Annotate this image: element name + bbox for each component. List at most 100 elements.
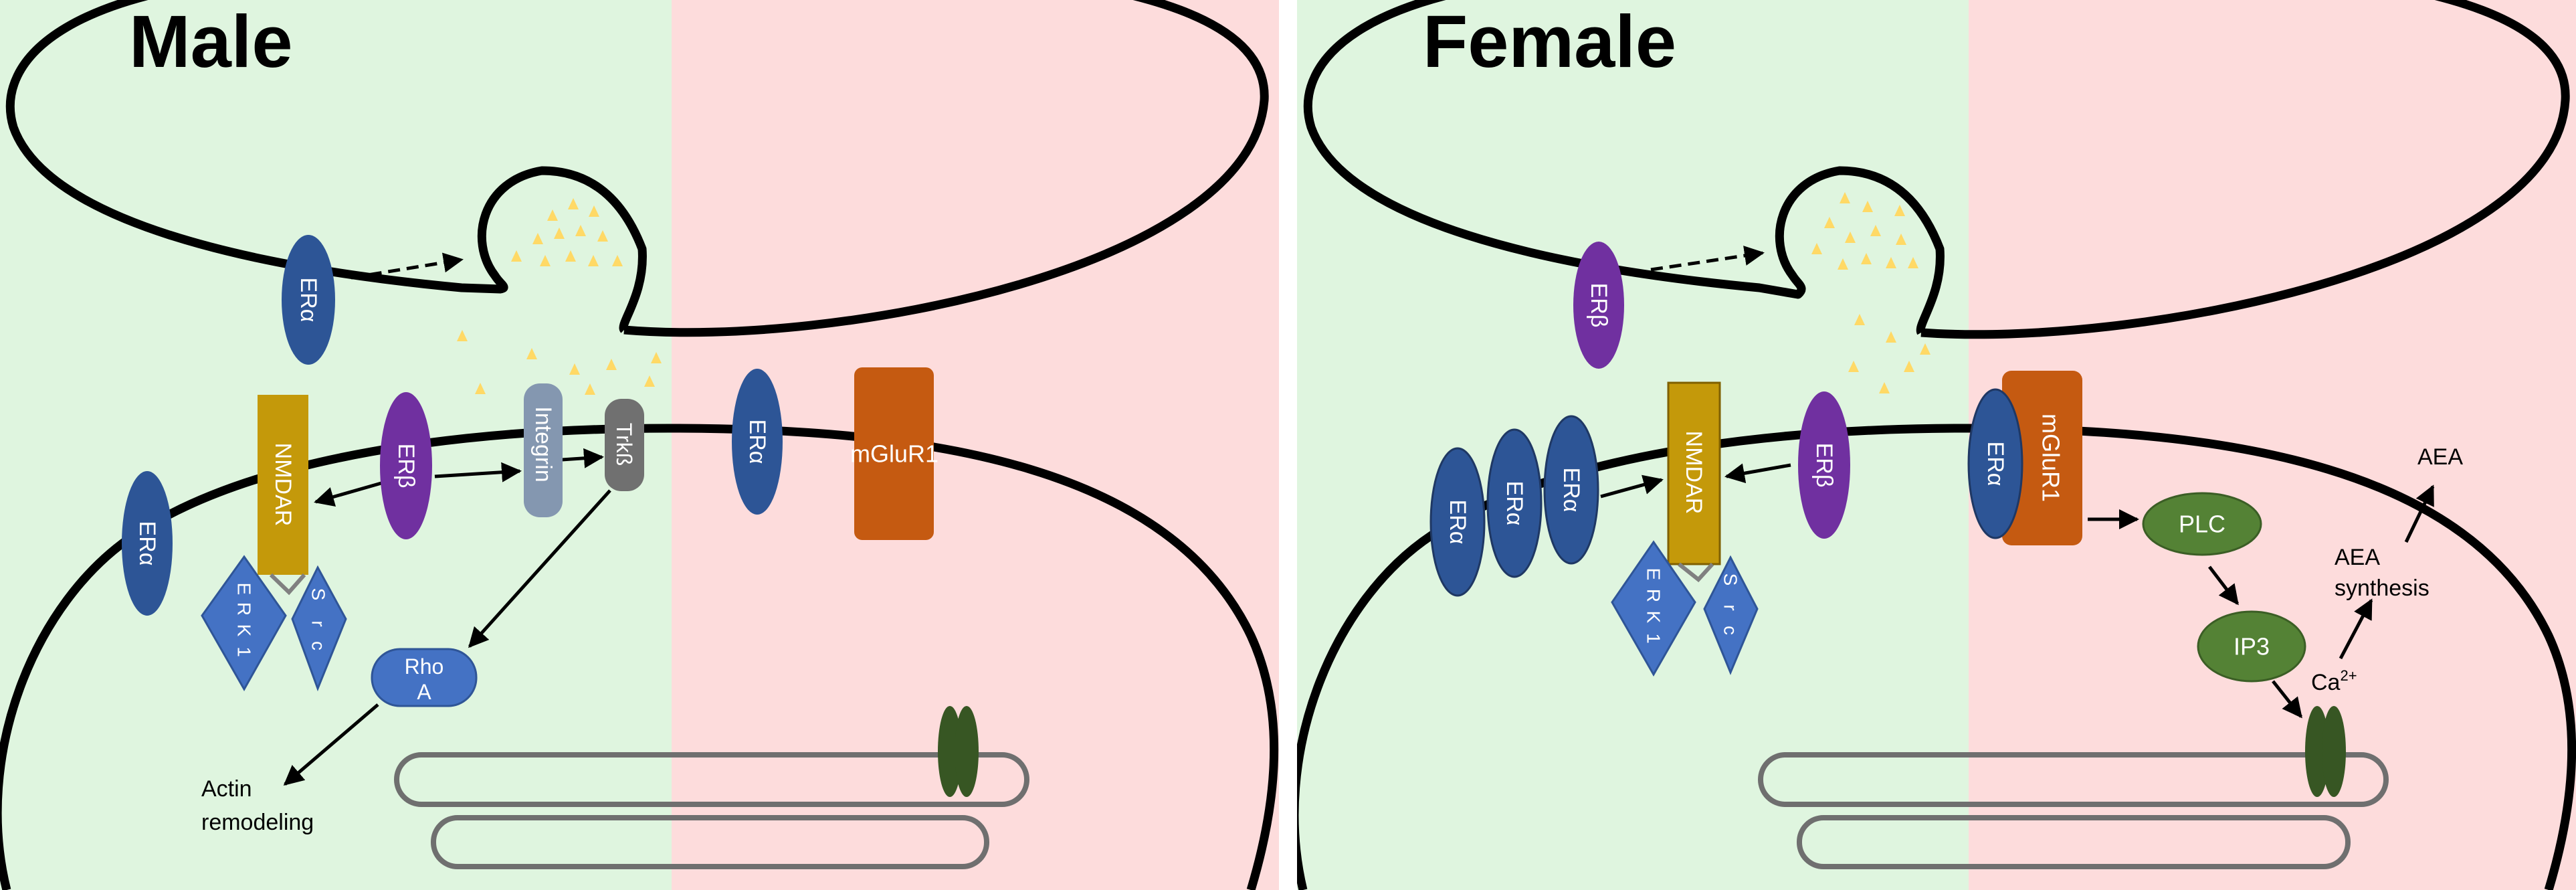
female-plc-label: PLC xyxy=(2179,511,2225,538)
male-er-tube-lower xyxy=(431,815,989,869)
female-panel: ERβ ERα ERα ERα NMDAR E R K 1 S r c ERβ xyxy=(1297,0,2576,890)
female-src xyxy=(1703,555,1759,675)
male-integrin-label: Integrin xyxy=(530,406,556,482)
male-rhoa-line2: A xyxy=(417,680,431,704)
female-arrow-synthesis-aea xyxy=(2404,484,2435,543)
female-arrow-plc-ip3 xyxy=(2208,565,2239,606)
female-arrow-ip3-channel xyxy=(2272,680,2302,719)
male-er-tube-upper xyxy=(394,752,1029,807)
male-src-letters: S r c xyxy=(308,588,329,650)
female-nmdar-label: NMDAR xyxy=(1681,431,1706,515)
female-erk1-letter: 1 xyxy=(1644,633,1664,644)
male-neurotransmitter-dots xyxy=(457,198,662,395)
female-nmdar xyxy=(1667,381,1721,565)
female-er-tube-lower xyxy=(1797,815,2351,869)
male-era-post-right xyxy=(732,369,783,515)
female-erk1-letter: K xyxy=(1644,611,1664,624)
male-src-letter: c xyxy=(308,641,329,650)
female-erk1 xyxy=(1611,540,1696,677)
male-postsynaptic-membrane xyxy=(0,424,1279,890)
male-erk1-letter: E xyxy=(234,583,255,596)
male-actin-line2: remodeling xyxy=(201,810,314,835)
female-era-post-label: ERα xyxy=(1983,442,2008,486)
male-era-post-right-label: ERα xyxy=(745,420,770,464)
male-era-post-left-label: ERα xyxy=(134,521,160,566)
female-aea-synthesis-line2: synthesis xyxy=(2335,575,2430,601)
male-nmdar-label: NMDAR xyxy=(270,443,296,527)
male-erk1-letters: E R K 1 xyxy=(234,583,255,657)
male-erk1 xyxy=(201,555,287,692)
female-ip3-label: IP3 xyxy=(2234,633,2270,660)
male-rhoa xyxy=(371,648,478,707)
female-erb-post xyxy=(1798,391,1850,539)
female-dashed-arrow xyxy=(1650,246,1765,272)
female-erk1-letters: E R K 1 xyxy=(1644,568,1664,644)
male-panel: ERα NMDAR E R K 1 S r c ERα ERβ Integrin xyxy=(0,0,1279,890)
male-nmdar-linker xyxy=(269,573,306,596)
female-mglur1-label: mGluR1 xyxy=(2038,414,2065,502)
female-bg-green xyxy=(1297,0,1969,890)
female-mglur1 xyxy=(2002,371,2082,545)
female-ca-base: Ca xyxy=(2311,670,2341,695)
female-era-cluster-3 xyxy=(1543,415,1599,565)
female-era-cluster-2 xyxy=(1486,428,1543,578)
female-plc xyxy=(2142,492,2262,556)
female-aea-label: AEA xyxy=(2417,444,2463,470)
male-src xyxy=(291,565,347,692)
female-er-tube-upper xyxy=(1758,752,2389,807)
female-aea-synthesis-line1: AEA xyxy=(2335,545,2380,570)
male-integrin xyxy=(524,383,563,517)
female-ca-sup: 2+ xyxy=(2340,667,2357,684)
male-arrow-erb-integrin xyxy=(434,462,522,482)
male-era-pre-label: ERα xyxy=(296,278,321,323)
male-actin-line1: Actin xyxy=(201,776,252,802)
male-nmdar xyxy=(258,395,308,575)
female-erk1-letter: R xyxy=(1644,589,1664,602)
female-src-letters: S r c xyxy=(1720,573,1741,635)
female-era-cluster-1-label: ERα xyxy=(1445,500,1470,545)
male-erk1-letter: K xyxy=(234,624,255,637)
male-erb xyxy=(380,392,432,539)
male-rhoa-line1: Rho xyxy=(405,654,444,679)
female-postsynaptic-membrane xyxy=(1297,424,2576,890)
male-channel-left xyxy=(938,706,962,797)
female-era-post xyxy=(1967,388,2023,539)
female-src-letter: r xyxy=(1720,604,1741,610)
female-neurotransmitter-dots xyxy=(1811,192,1930,393)
female-nmdar-linker xyxy=(1678,562,1714,583)
female-src-letter: c xyxy=(1720,626,1741,635)
female-arrow-era-nmdar xyxy=(1600,474,1664,499)
male-mglur1-label: mGluR1 xyxy=(850,440,938,468)
male-era-post-left xyxy=(122,471,173,616)
female-erb-post-label: ERβ xyxy=(1811,443,1837,488)
male-arrow-rhoa-actin xyxy=(283,703,379,786)
male-erb-label: ERβ xyxy=(393,444,419,488)
female-erk1-letter: E xyxy=(1644,568,1664,581)
female-channel-left xyxy=(2305,706,2329,797)
male-src-letter: r xyxy=(308,620,329,626)
female-erb-pre xyxy=(1573,242,1624,369)
male-title: Male xyxy=(129,1,293,83)
panel-divider xyxy=(1279,0,1297,890)
female-src-letter: S xyxy=(1720,573,1741,586)
male-arrow-trkb-rhoa xyxy=(468,489,611,648)
female-presynaptic-membrane xyxy=(1303,0,2570,339)
male-trkb xyxy=(605,399,644,491)
male-presynaptic-membrane xyxy=(5,0,1269,337)
female-arrow-ca-synthesis xyxy=(2339,598,2373,660)
female-erb-pre-label: ERβ xyxy=(1586,283,1611,328)
male-erk1-letter: R xyxy=(234,602,255,616)
male-trkb-label: Trkß xyxy=(612,423,636,466)
female-ca-label: Ca2+ xyxy=(2311,667,2357,695)
female-era-cluster-1 xyxy=(1429,447,1486,597)
female-era-cluster-2-label: ERα xyxy=(1502,481,1527,526)
male-erk1-letter: 1 xyxy=(234,646,255,657)
female-arrow-erb-nmdar xyxy=(1724,463,1791,484)
male-src-letter: S xyxy=(308,588,329,601)
male-era-pre xyxy=(282,235,335,365)
male-channel-right xyxy=(955,706,979,797)
female-channel-right xyxy=(2322,706,2346,797)
female-era-cluster-3-label: ERα xyxy=(1559,468,1584,513)
male-mglur1 xyxy=(854,367,934,540)
